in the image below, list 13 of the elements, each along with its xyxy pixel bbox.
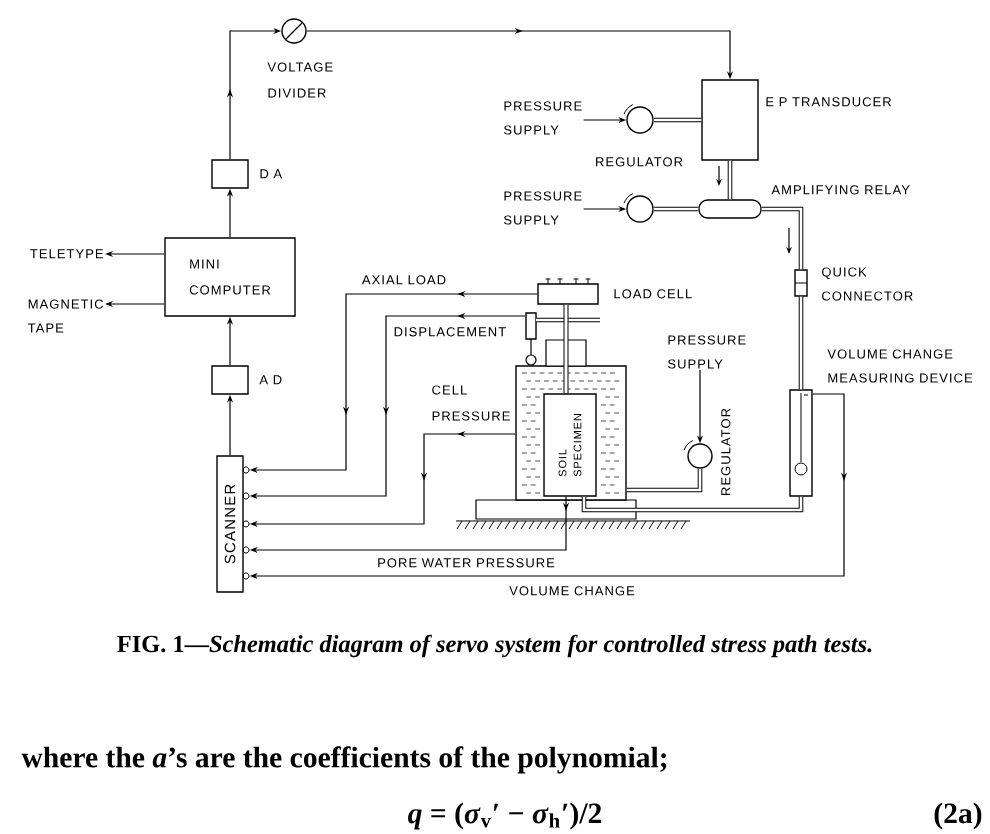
pipe-line xyxy=(653,206,699,212)
body-text: where the a’s are the coefficients of the polynomial; xyxy=(21,746,667,774)
figure-caption: FIG. 1—Schematic diagram of servo system for controlled stress path tests. xyxy=(117,634,872,658)
pipe-line xyxy=(626,468,703,493)
pipe-line xyxy=(727,160,733,200)
pipe-line xyxy=(798,296,804,390)
pipe-line xyxy=(653,117,702,123)
dial-gauge xyxy=(525,312,600,366)
equation-number: (2a) xyxy=(934,802,982,830)
pipe-line xyxy=(761,206,804,270)
pipe-line xyxy=(581,496,804,513)
equation: q = (σ$_{v}$′ − σ$_{h}$′)/2 xyxy=(408,802,602,830)
regulator-symbol xyxy=(626,195,654,223)
